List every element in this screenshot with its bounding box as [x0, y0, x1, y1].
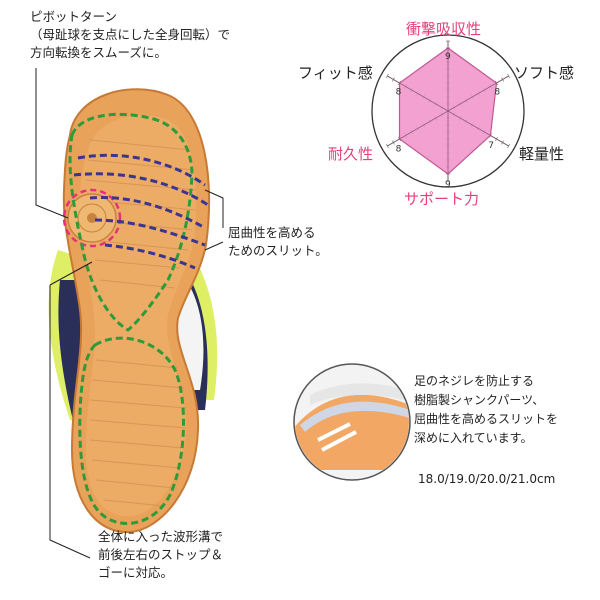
radar-label-top: 衝撃吸収性	[406, 20, 482, 38]
groove-callout-line-3: ゴーに対応。	[98, 565, 174, 580]
radar-label-lower-left: 耐久性	[328, 145, 374, 163]
radar-value-lower_right: 7	[488, 141, 494, 151]
pivot-circle	[62, 188, 122, 248]
pivot-callout-line-1: ピボットターン	[30, 9, 117, 24]
radar-label-upper-left: フィット感	[298, 64, 373, 82]
shank-callout-line-2: 樹脂製シャンクパーツ、	[414, 393, 545, 407]
shank-callout: 足のネジレを防止する 樹脂製シャンクパーツ、 屈曲性を高めるスリットを 深めに入…	[414, 372, 558, 448]
slit-callout-line-1: 屈曲性を高める	[228, 225, 316, 240]
groove-callout: 全体に入った波形溝で 前後左右のストップ＆ ゴーに対応。	[98, 528, 223, 582]
radar-value-lower_left: 8	[396, 145, 402, 155]
radar-axis-overlay	[387, 75, 449, 112]
radar-label-upper-right: ソフト感	[514, 64, 575, 82]
radar-label-lower-right: 軽量性	[519, 145, 565, 163]
pivot-callout: ピボットターン （母趾球を支点にした全身回転）で 方向転換をスムーズに。	[30, 8, 230, 62]
shank-callout-line-1: 足のネジレを防止する	[414, 374, 535, 388]
radar-axis-overlay	[447, 110, 509, 147]
size-range: 18.0/19.0/20.0/21.0cm	[418, 472, 556, 486]
slit-callout: 屈曲性を高める ためのスリット。	[228, 224, 328, 260]
groove-callout-line-2: 前後左右のストップ＆	[98, 547, 224, 562]
pivot-callout-line-2: （母趾球を支点にした全身回転）で	[30, 27, 231, 42]
groove-callout-line-1: 全体に入った波形溝で	[98, 529, 224, 544]
shank-callout-line-3: 屈曲性を高めるスリットを	[414, 412, 559, 426]
radar-axis-overlay	[447, 75, 509, 112]
radar-value-bottom: 9	[445, 180, 451, 190]
radar-axis-overlay	[387, 110, 449, 147]
pivot-callout-line-3: 方向転換をスムーズに。	[30, 45, 167, 60]
radar-value-upper_left: 8	[396, 88, 402, 98]
slit-callout-line-2: ためのスリット。	[228, 243, 328, 258]
radar-value-top: 9	[445, 52, 451, 62]
radar-value-upper_right: 8	[494, 88, 500, 98]
radar-label-bottom: サポート力	[404, 190, 480, 208]
shank-callout-line-4: 深めに入れています。	[414, 431, 533, 445]
